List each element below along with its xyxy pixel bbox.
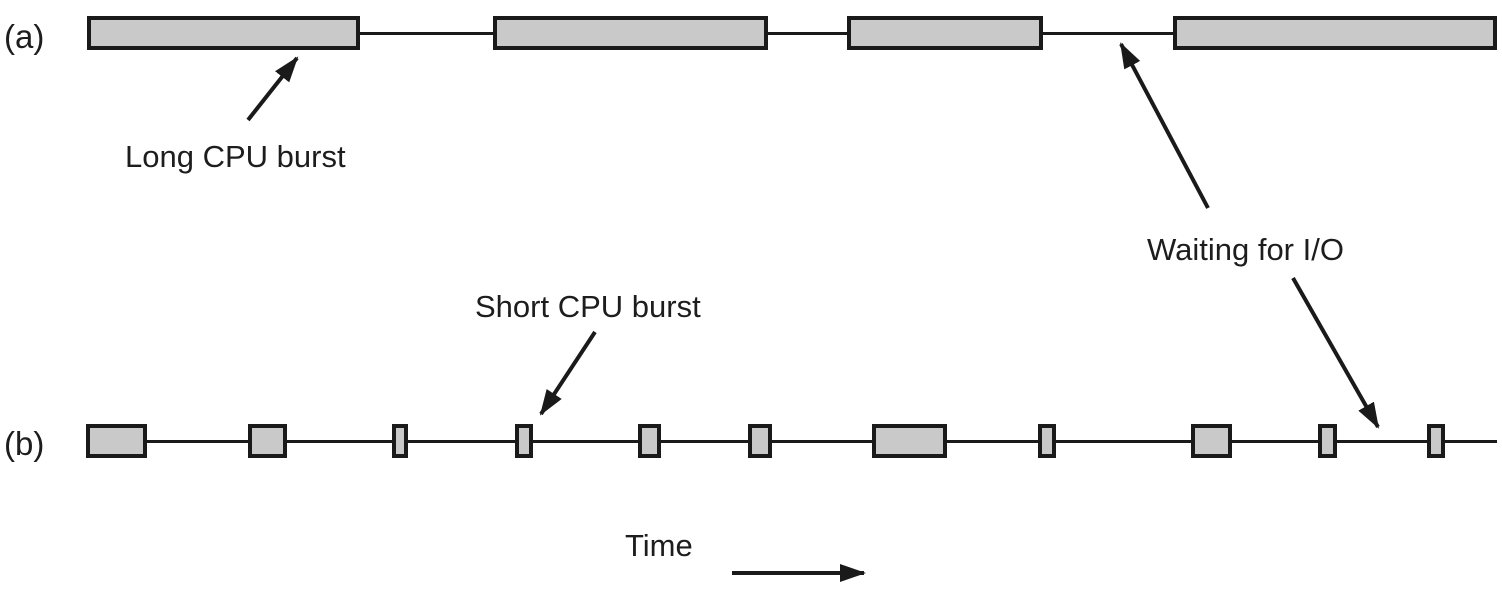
time-label: Time (625, 528, 693, 563)
row-b-burst (1038, 424, 1056, 458)
row-b-burst (86, 424, 147, 458)
row-b-burst (872, 424, 947, 458)
row-b-burst (515, 424, 533, 458)
row-b-burst (392, 424, 408, 458)
row-b-burst (748, 424, 772, 458)
row-b-burst (1427, 424, 1445, 458)
row-a-line (87, 31, 1497, 35)
long-cpu-burst-label: Long CPU burst (125, 139, 346, 174)
row-b-burst (638, 424, 661, 458)
row-b-burst (1318, 424, 1337, 458)
row-b-burst (248, 424, 287, 458)
short-cpu-burst-label: Short CPU burst (475, 289, 701, 324)
row-a-burst (493, 16, 768, 50)
row-a-burst (1173, 16, 1497, 50)
row-a-label: (a) (4, 18, 45, 55)
waiting-for-io-label: Waiting for I/O (1147, 232, 1344, 267)
row-a-burst (847, 16, 1043, 50)
row-b-burst (1191, 424, 1232, 458)
row-b-label: (b) (4, 425, 45, 462)
row-a-burst (87, 16, 360, 50)
row-b-line (86, 439, 1497, 443)
